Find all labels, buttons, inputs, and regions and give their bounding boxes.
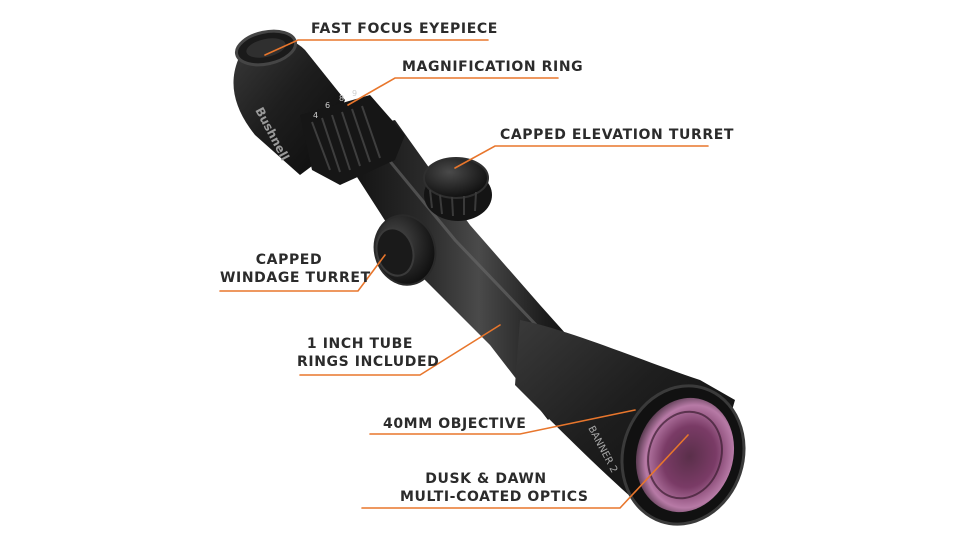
callout-text-line-2: RINGS INCLUDED	[297, 354, 440, 370]
eyepiece-lens	[246, 38, 286, 58]
callout-40mm-objective: 40MM OBJECTIVE	[383, 415, 526, 433]
windage-leader-line	[219, 254, 386, 292]
elevation-turret-cap	[423, 157, 489, 199]
diopter-mark: 6	[325, 101, 330, 110]
eyepiece-leader-line	[264, 39, 489, 56]
scope-body	[233, 29, 746, 526]
diopter-mark: 4	[313, 111, 318, 120]
optics-leader-line	[361, 434, 689, 509]
callout-capped-elevation-turret: CAPPED ELEVATION TURRET	[500, 126, 734, 144]
tube-leader-line	[299, 324, 501, 376]
elevation-leader-line	[454, 145, 709, 169]
callout-text-line-1: DUSK & DAWN	[425, 471, 547, 487]
diopter-marks: 4 6 8 9	[313, 89, 357, 120]
magnification-leader-line	[347, 77, 559, 106]
callout-magnification-ring: MAGNIFICATION RING	[402, 58, 583, 76]
callout-text: CAPPED ELEVATION TURRET	[500, 127, 735, 143]
diopter-mark: 9	[352, 89, 357, 98]
callout-dusk-dawn-optics: DUSK & DAWN MULTI-COATED OPTICS	[400, 470, 589, 506]
callout-text-line-2: WINDAGE TURRET	[220, 270, 371, 286]
callout-1-inch-tube: 1 INCH TUBE RINGS INCLUDED	[297, 335, 440, 371]
callout-text-line-1: 1 INCH TUBE	[306, 336, 414, 352]
callout-lines	[219, 39, 709, 509]
callout-text-line-2: MULTI-COATED OPTICS	[400, 489, 589, 505]
tube-highlight	[358, 124, 562, 352]
objective-lens-inner-ring	[647, 410, 723, 500]
diopter-mark: 8	[339, 94, 344, 103]
callout-text: FAST FOCUS EYEPIECE	[311, 21, 498, 37]
callout-text: MAGNIFICATION RING	[402, 59, 584, 75]
callout-fast-focus-eyepiece: FAST FOCUS EYEPIECE	[311, 20, 498, 38]
callout-capped-windage-turret: CAPPED WINDAGE TURRET	[220, 251, 371, 287]
callout-text: 40MM OBJECTIVE	[383, 416, 527, 432]
callout-text-line-1: CAPPED	[255, 252, 323, 268]
windage-turret-face	[375, 227, 415, 277]
objective-leader-line	[369, 409, 636, 435]
